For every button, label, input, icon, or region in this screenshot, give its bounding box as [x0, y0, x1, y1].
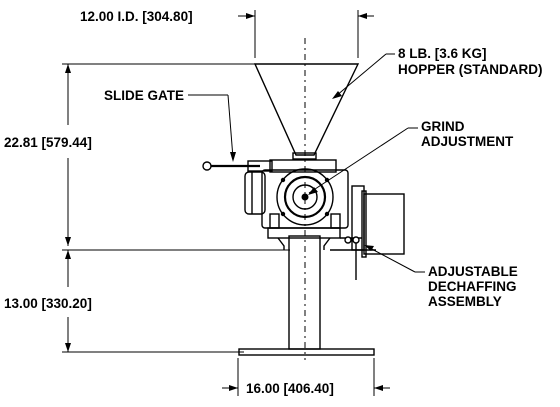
- slide-gate-label: SLIDE GATE: [104, 88, 184, 103]
- stand-height-dimension: 13.00 [330.20]: [4, 249, 290, 353]
- hopper: [253, 63, 360, 160]
- dechaffing-assembly: [330, 185, 405, 280]
- top-opening-dimension: 12.00 I.D. [304.80]: [80, 9, 374, 58]
- grind-label-line2: ADJUSTMENT: [421, 134, 514, 149]
- hopper-callout: 8 LB. [3.6 KG] HOPPER (STANDARD): [332, 46, 543, 99]
- stand: [238, 227, 375, 356]
- grind-adjustment-callout: GRIND ADJUSTMENT: [308, 119, 514, 195]
- overall-height-label: 22.81 [579.44]: [4, 135, 92, 150]
- grind-label-line1: GRIND: [421, 119, 465, 134]
- slide-gate-callout: SLIDE GATE: [104, 88, 236, 162]
- dechaff-label-line1: ADJUSTABLE: [428, 264, 518, 279]
- dechaffing-callout: ADJUSTABLE DECHAFFING ASSEMBLY: [364, 245, 518, 309]
- dechaff-label-line2: DECHAFFING: [428, 279, 517, 294]
- hopper-label-line2: HOPPER (STANDARD): [398, 62, 543, 77]
- overall-height-dimension: 22.81 [579.44]: [4, 63, 258, 246]
- grinder-body: [244, 159, 349, 229]
- top-opening-label: 12.00 I.D. [304.80]: [80, 9, 193, 24]
- base-width-dimension: 16.00 [406.40]: [222, 358, 390, 396]
- handle-knob-icon: [202, 161, 212, 171]
- dechaff-label-line3: ASSEMBLY: [428, 294, 502, 309]
- stand-height-label: 13.00 [330.20]: [4, 296, 92, 311]
- slide-gate-handle: [202, 160, 273, 172]
- hopper-label-line1: 8 LB. [3.6 KG]: [398, 46, 487, 61]
- base-width-label: 16.00 [406.40]: [246, 381, 334, 396]
